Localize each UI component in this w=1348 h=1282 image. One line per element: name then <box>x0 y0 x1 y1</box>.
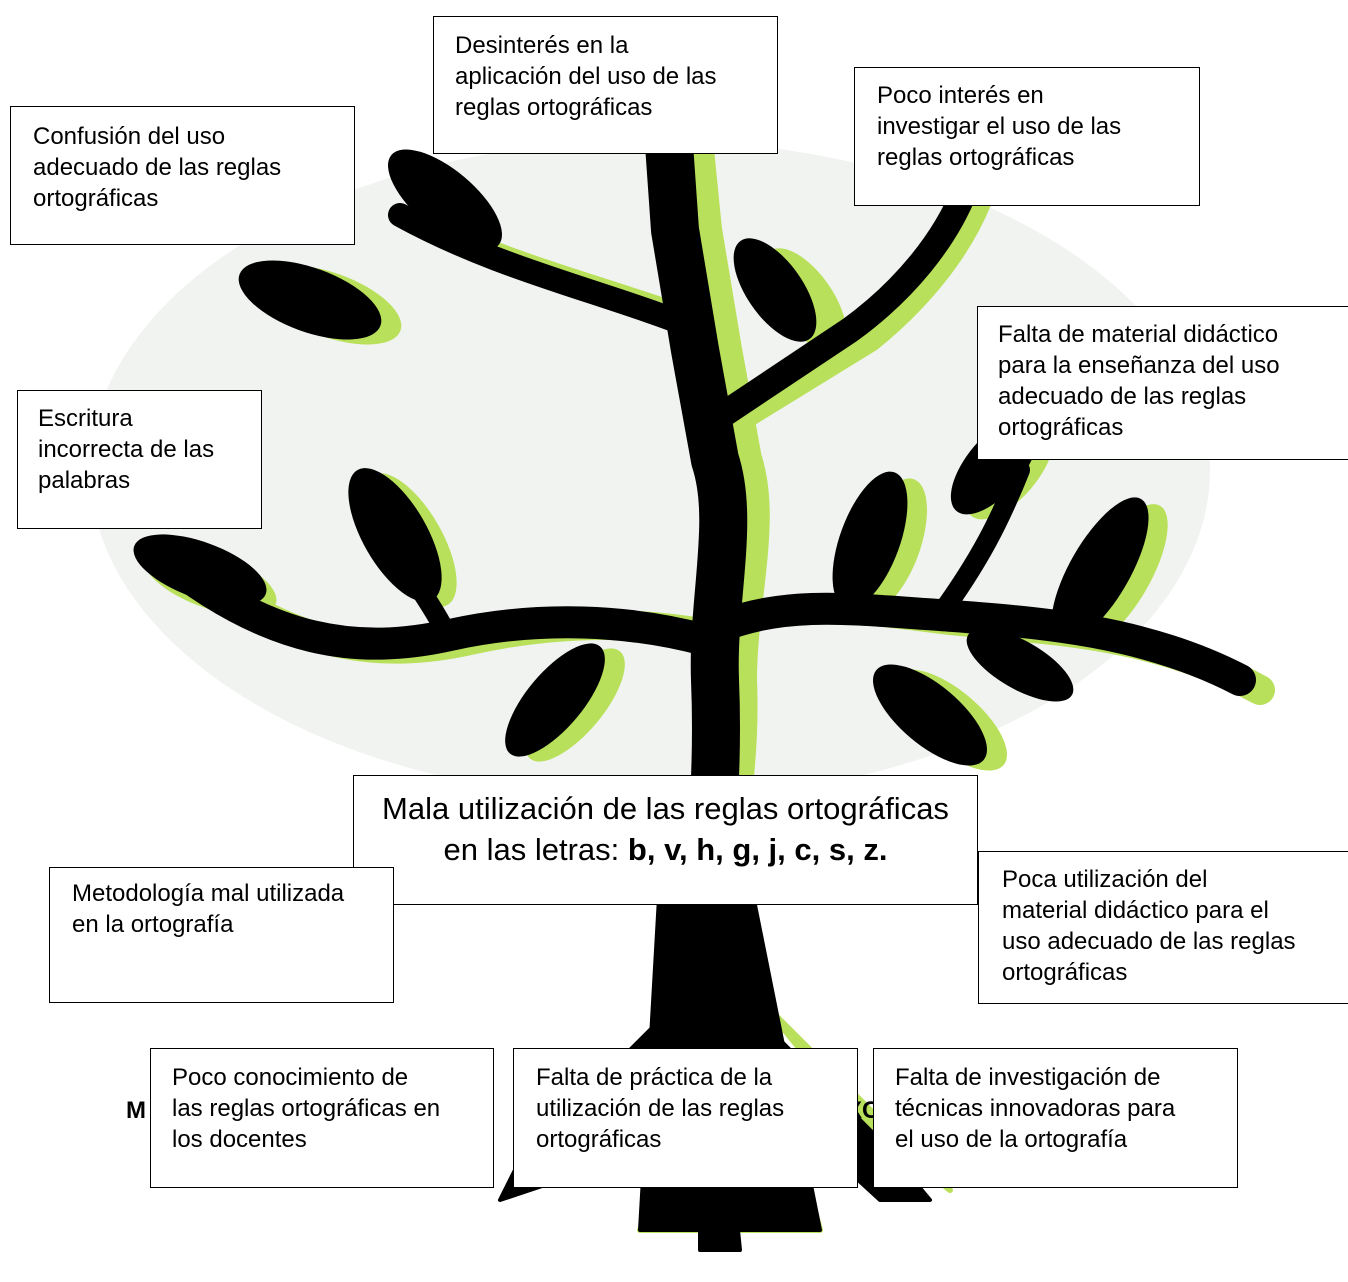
problem-line-2-prefix: en las letras: <box>443 832 628 867</box>
effect-box-1: Desinterés en la aplicación del uso de l… <box>433 16 778 154</box>
cause-box-4: Falta de práctica de la utilización de l… <box>513 1048 858 1188</box>
effect-box-4: Falta de material didáctico para la ense… <box>977 306 1348 460</box>
cause-box-2: Poca utilización del material didáctico … <box>978 851 1348 1004</box>
cause-box-1: Metodología mal utilizada en la ortograf… <box>49 867 394 1003</box>
problem-line-2: en las letras: b, v, h, g, j, c, s, z. <box>354 829 977 870</box>
hidden-label-left: M <box>126 1097 146 1124</box>
problem-letters: b, v, h, g, j, c, s, z. <box>627 832 888 867</box>
effect-box-2: Poco interés en investigar el uso de las… <box>854 67 1200 206</box>
effect-box-3: Confusión del uso adecuado de las reglas… <box>10 106 355 245</box>
cause-box-3: Poco conocimiento de las reglas ortográf… <box>150 1048 494 1188</box>
effect-box-5: Escritura incorrecta de las palabras <box>17 390 262 529</box>
problem-line-1: Mala utilización de las reglas ortográfi… <box>382 791 949 826</box>
cause-box-5: Falta de investigación de técnicas innov… <box>873 1048 1238 1188</box>
central-problem-box: Mala utilización de las reglas ortográfi… <box>353 775 978 905</box>
